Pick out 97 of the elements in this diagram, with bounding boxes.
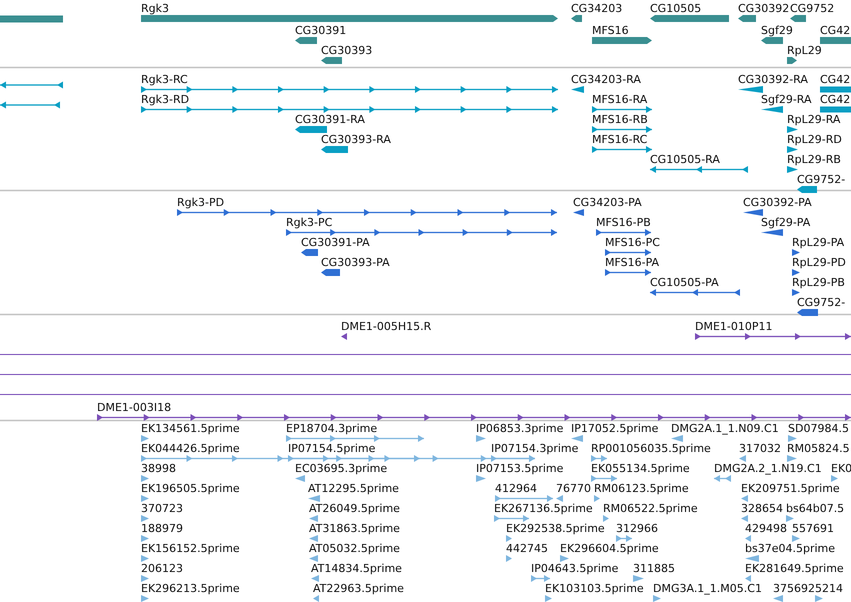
feature-label: MFS16-PC: [605, 236, 660, 249]
feature-label: EK267136.5prime: [494, 502, 593, 515]
feature-label: 206123: [141, 562, 183, 575]
feature-label: CG10505-RA: [650, 153, 720, 166]
feature-label: RpL29-RB: [787, 153, 841, 166]
feature-label: Rgk3-RD: [141, 93, 190, 106]
feature-label: RP001056035.5prime: [591, 442, 711, 455]
feature-label: RpL29-RD: [787, 133, 842, 146]
feature-label: EK103103.5prime: [545, 582, 644, 595]
feature-label: IP07154.5prime: [288, 442, 376, 455]
feature-label: CG9752-: [797, 296, 846, 309]
feature-label: CG30391-RA: [295, 113, 365, 126]
feature-label: MFS16-RC: [592, 133, 648, 146]
feature-label: 442745: [506, 542, 548, 555]
feature-label: IP04643.5prime: [531, 562, 618, 575]
feature-label: 188979: [141, 522, 183, 535]
feature-label: MFS16-PA: [605, 256, 660, 269]
feature-label: IP06853.3prime: [476, 422, 564, 435]
feature-label: 76770: [556, 482, 591, 495]
feature-label: EK055134.5prime: [591, 462, 690, 475]
feature-label: AT12295.5prime: [308, 482, 399, 495]
feature-label: Sgf29: [761, 24, 793, 37]
feature-label: Rgk3-PD: [177, 196, 224, 209]
feature-label: CG30393: [321, 44, 372, 57]
feature-label: Rgk3-RC: [141, 73, 188, 86]
feature-label: RM06522.5prime: [603, 502, 698, 515]
feature-label: CG42: [820, 24, 850, 37]
feature-label: MFS16: [592, 24, 629, 37]
feature-label: DME1-010P11: [695, 320, 773, 333]
feature-label: CG42: [820, 73, 850, 86]
feature-label: DME1-003I18: [97, 401, 172, 414]
feature-label: RpL29: [787, 44, 822, 57]
feature-label: 370723: [141, 502, 183, 515]
feature-label: DMG2A.1_1.N09.C1: [671, 422, 779, 435]
feature-label: MFS16-RA: [592, 93, 648, 106]
feature-label: CG30392: [738, 2, 790, 15]
feature-label: Rgk3: [141, 2, 169, 15]
feature-label: 557691: [792, 522, 834, 535]
feature-label: EK209751.5prime: [741, 482, 840, 495]
feature-label: SD07984.5: [788, 422, 849, 435]
feature-label: 317032: [739, 442, 781, 455]
feature-label: AT26049.5prime: [309, 502, 400, 515]
feature-label: DME1-005H15.R: [341, 320, 432, 333]
feature-label: CG30392-PA: [743, 196, 812, 209]
feature-label: MFS16-RB: [592, 113, 648, 126]
feature-label: CG9752: [790, 2, 834, 15]
feature-label: DMG3A.1_1.M05.C1: [653, 582, 762, 595]
feature-label: 429498: [745, 522, 787, 535]
feature-label: EC03695.3prime: [295, 462, 388, 475]
feature-label: Sgf29-PA: [761, 216, 810, 229]
feature-label: RpL29-RA: [787, 113, 840, 126]
feature-label: 412964: [495, 482, 537, 495]
feature-label: CG34203-RA: [571, 73, 641, 86]
feature-label: CG30393-RA: [321, 133, 391, 146]
feature-label: RM06123.5prime: [594, 482, 689, 495]
feature-label: CG30391: [295, 24, 346, 37]
feature-label: EK196505.5prime: [141, 482, 240, 495]
feature-label: bs64b07.5: [786, 502, 844, 515]
feature-label: EK134561.5prime: [141, 422, 240, 435]
feature-label: DMG2A.2_1.N19.C1: [714, 462, 822, 475]
feature-label: CG34203: [571, 2, 622, 15]
feature-label: 375692: [773, 582, 815, 595]
feature-label: CG9752-: [797, 173, 846, 186]
feature-label: EK296213.5prime: [141, 582, 240, 595]
feature-label: AT14834.5prime: [311, 562, 402, 575]
feature-label: 328654: [741, 502, 783, 515]
feature-label: IP17052.5prime: [571, 422, 658, 435]
feature-label: EK296604.5prime: [560, 542, 659, 555]
feature-label: bs37e04.5prime: [745, 542, 836, 555]
feature-label: Rgk3-PC: [286, 216, 332, 229]
feature-label: CG42: [820, 93, 850, 106]
feature-label: EK281649.5prime: [745, 562, 844, 575]
feature-label: CG10505: [650, 2, 702, 15]
feature-label: 5214: [815, 582, 843, 595]
feature-label: 311885: [633, 562, 675, 575]
feature-label: CG30392-RA: [738, 73, 808, 86]
feature-label: IP07154.3prime: [491, 442, 578, 455]
feature-label: CG30391-PA: [301, 236, 370, 249]
feature-label: RM05824.5: [787, 442, 850, 455]
feature-label: CG10505-PA: [650, 276, 719, 289]
feature-label: AT31863.5prime: [309, 522, 400, 535]
feature-label: EK156152.5prime: [141, 542, 240, 555]
feature-label: AT22963.5prime: [313, 582, 404, 595]
feature-label: AT05032.5prime: [309, 542, 400, 555]
feature-label: IP07153.5prime: [476, 462, 564, 475]
feature-label: RpL29-PB: [792, 276, 845, 289]
feature-label: MFS16-PB: [596, 216, 651, 229]
feature-label: EK044426.5prime: [141, 442, 240, 455]
feature-label: CG30393-PA: [321, 256, 390, 269]
feature-label: RpL29-PD: [792, 256, 846, 269]
feature-label: RpL29-PA: [792, 236, 844, 249]
feature-label: 312966: [616, 522, 658, 535]
feature-label: CG34203-PA: [573, 196, 642, 209]
feature-label: EK292538.5prime: [506, 522, 605, 535]
feature-label: Sgf29-RA: [761, 93, 812, 106]
feature-label: EP18704.3prime: [286, 422, 378, 435]
feature-label: 38998: [141, 462, 176, 475]
